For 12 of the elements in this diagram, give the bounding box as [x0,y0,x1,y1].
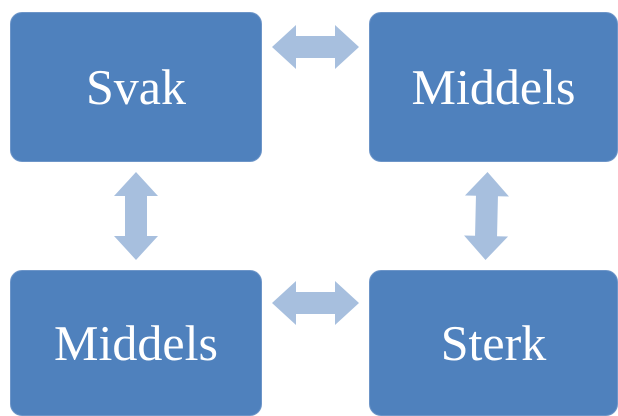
box-label: Sterk [440,314,546,372]
box-label: Middels [54,314,218,372]
double-arrow [272,25,359,69]
rounded-box [369,12,618,162]
double-arrow [464,172,509,260]
box-label: Svak [86,58,186,116]
box-label: Middels [412,58,576,116]
double-arrow [272,281,359,325]
rounded-box [369,270,618,416]
double-arrow [114,172,158,260]
rounded-box [10,270,262,416]
rounded-box [10,12,262,162]
